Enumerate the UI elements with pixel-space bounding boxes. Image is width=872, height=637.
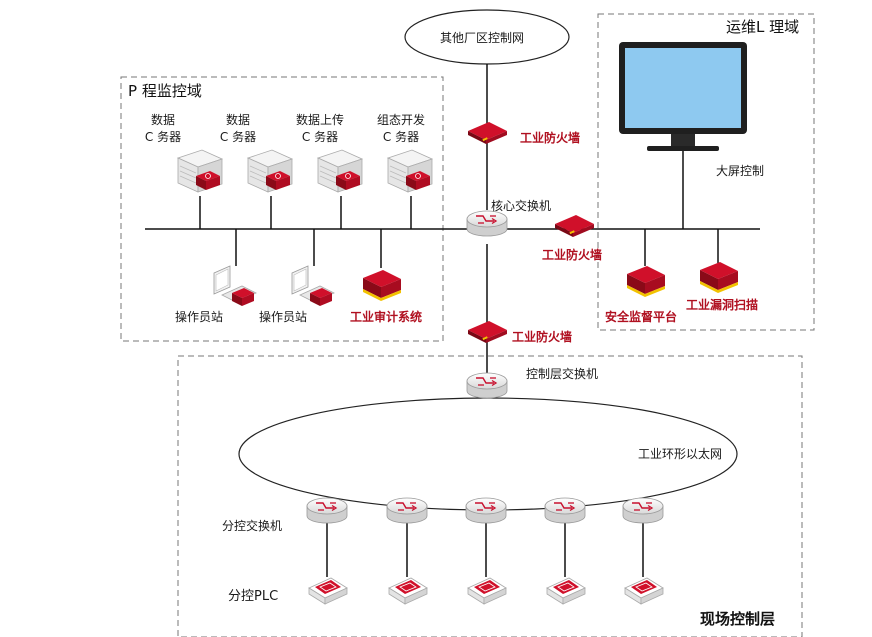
firewall-mid-icon <box>468 321 507 343</box>
control-switch-label: 控制层交换机 <box>526 367 599 381</box>
vuln-scan-icon <box>700 262 738 293</box>
workstation-icon <box>213 265 257 307</box>
ops-management-zone-frame <box>597 13 815 331</box>
big-screen-label: 大屏控制 <box>716 164 765 178</box>
field-zone-title: 现场控制层 <box>700 610 776 628</box>
firewall-top-label: 工业防火墙 <box>520 131 581 145</box>
core-switch-label: 核心交换机 <box>491 199 552 213</box>
plc-icon <box>624 577 664 605</box>
branch-switch-label: 分控交换机 <box>222 519 283 533</box>
server-icon <box>177 149 223 193</box>
ops-zone-title: 运维L 理域 <box>726 18 800 36</box>
process-zone-title: P 程监控域 <box>128 82 202 100</box>
firewall-mid-label: 工业防火墙 <box>512 330 573 344</box>
big-screen-monitor <box>619 42 747 151</box>
vuln-scan-label: 工业漏洞扫描 <box>686 298 759 312</box>
server-icon <box>387 149 433 193</box>
server-icon <box>247 149 293 193</box>
server-label: 数据 <box>150 113 175 127</box>
server-icon <box>317 149 363 193</box>
branch-switch-icon <box>465 497 507 524</box>
audit-system-label: 工业审计系统 <box>350 310 423 324</box>
workstation-icon <box>291 265 335 307</box>
plc-icon <box>308 577 348 605</box>
plc-icon <box>546 577 586 605</box>
workstation-label: 操作员站 <box>259 310 308 324</box>
field-control-zone-frame <box>177 355 803 637</box>
server-label: 组态开发 <box>376 113 425 127</box>
audit-system-icon <box>363 270 401 301</box>
server-label: 数据 <box>225 113 250 127</box>
branch-switch-icon <box>544 497 586 524</box>
security-platform-label: 安全监督平台 <box>605 310 678 324</box>
core-switch-icon <box>466 210 508 237</box>
workstation-label: 操作员站 <box>175 310 224 324</box>
server-label: C 务器 <box>219 130 257 144</box>
plc-icon <box>388 577 428 605</box>
server-label: C 务器 <box>301 130 339 144</box>
process-monitoring-zone-frame <box>120 76 444 342</box>
branch-plc-label: 分控PLC <box>228 589 279 604</box>
other-network-label: 其他厂区控制网 <box>440 31 525 45</box>
plc-icon <box>467 577 507 605</box>
firewall-right-icon <box>555 215 594 237</box>
link-lines <box>145 64 760 577</box>
firewall-top-icon <box>468 122 507 144</box>
branch-switch-icon <box>386 497 428 524</box>
branch-switch-icon <box>622 497 664 524</box>
security-platform-icon <box>627 266 665 297</box>
server-label: C 务器 <box>144 130 182 144</box>
ring-label: 工业环形以太网 <box>638 447 723 461</box>
firewall-right-label: 工业防火墙 <box>542 248 603 262</box>
control-switch-icon <box>466 372 508 399</box>
server-label: C 务器 <box>382 130 420 144</box>
server-label: 数据上传 <box>295 113 344 127</box>
branch-switch-icon <box>306 497 348 524</box>
